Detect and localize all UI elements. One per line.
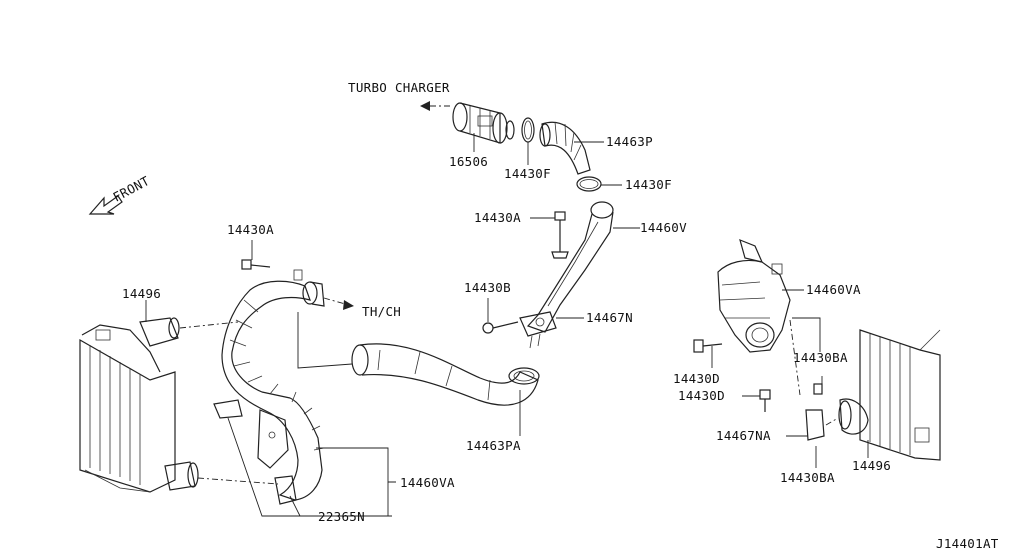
bolt-14430D-upper-icon [693,339,723,353]
part-14430F-clamp-upper [521,117,535,143]
connector-line [825,417,839,426]
part-14463PA-hose [351,343,540,406]
label-14460VA-bottom: 14460VA [400,475,455,490]
part-22365N-sensor [213,399,297,505]
turbo-arrow-icon [420,101,452,111]
label-14467N: 14467N [586,310,633,325]
part-14467NA-bracket [805,383,825,441]
connector-line [789,319,801,396]
bolt-14430A-top-icon [551,211,569,259]
connector-line [297,312,353,369]
bolt-14430B-icon [482,321,519,334]
label-14430D-lower: 14430D [678,388,725,403]
part-14463P-hose [539,121,591,175]
label-front: FRONT [110,173,152,205]
connector-line [179,321,239,329]
label-14460VA-right: 14460VA [806,282,861,297]
bolt-14430D-lower-icon [759,389,771,412]
part-14460VA-hose-left [221,269,325,501]
thch-arrow-icon [323,297,354,310]
label-14430BA-top: 14430BA [793,350,848,365]
label-14430B: 14430B [464,280,511,295]
label-16506: 16506 [449,154,488,169]
label-14467NA: 14467NA [716,428,771,443]
label-14430A-left: 14430A [227,222,274,237]
label-14463P: 14463P [606,134,653,149]
leader-lines [145,133,869,517]
part-14496-intercooler-right [838,329,941,461]
part-14430F-clamp-lower [576,176,602,192]
label-14430BA-bottom: 14430BA [780,470,835,485]
label-14496-left: 14496 [122,286,161,301]
label-14430F-lower: 14430F [625,177,672,192]
front-arrow-icon [88,195,123,215]
label-14430F-upper: 14430F [504,166,551,181]
label-14430A-top: 14430A [474,210,521,225]
part-14496-intercooler-left [79,317,199,493]
label-14460V: 14460V [640,220,687,235]
label-22365N: 22365N [318,509,365,524]
label-14463PA: 14463PA [466,438,521,453]
label-14430D-upper: 14430D [673,371,720,386]
diagram-code: J14401AT [936,536,999,551]
part-14460V-pipe [519,201,614,349]
label-14496-right: 14496 [852,458,891,473]
label-thch: TH/CH [362,304,401,319]
connector-line [197,477,279,485]
label-turbo-charger: TURBO CHARGER [348,80,450,95]
part-16506-duct [452,102,515,144]
part-14460VA-hose-right [717,238,791,353]
bolt-14430A-left-icon [241,259,271,270]
